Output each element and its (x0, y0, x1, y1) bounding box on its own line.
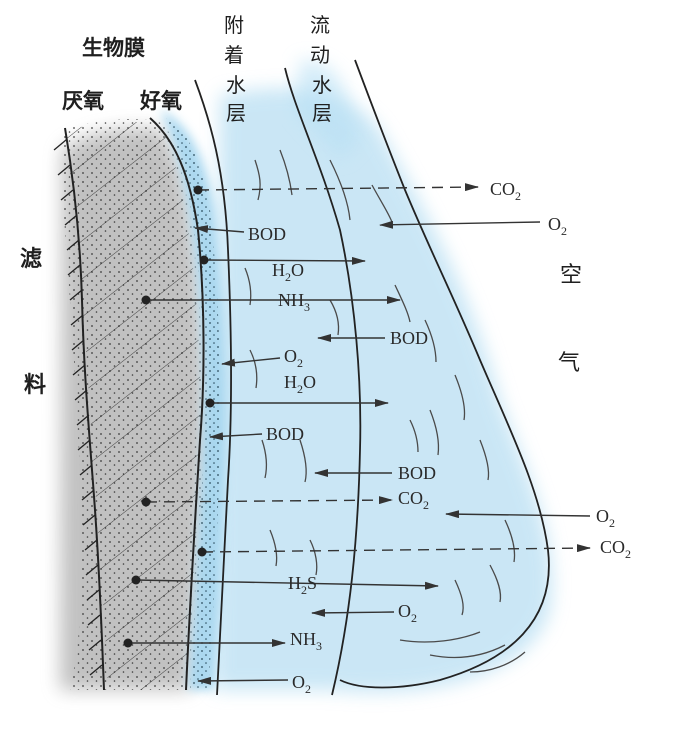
arrow-o2-in-3 (445, 510, 591, 519)
o2-label-2: O2 (284, 346, 303, 370)
o2-label-1: O2 (548, 214, 567, 238)
co2-label-1: CO2 (490, 179, 521, 203)
flowing-water-glow (215, 60, 552, 693)
filter-media-ticks (53, 139, 103, 676)
o2-label-5: O2 (292, 672, 311, 696)
arrow-co2-out-3 (201, 544, 591, 553)
svg-text:水: 水 (226, 73, 246, 97)
biofilm-dots (61, 118, 204, 690)
attached-water-header: 附 着 水 层 (224, 13, 246, 125)
nh3-label-2: NH3 (290, 629, 322, 653)
arrow-o2-in-2 (221, 357, 281, 367)
h2o-label-1: H2O (272, 260, 304, 284)
svg-text:水: 水 (312, 73, 332, 97)
svg-text:动: 动 (310, 43, 330, 67)
air-label-1: 空 (560, 263, 582, 288)
aerobic-label: 好氧 (139, 88, 182, 113)
bod-label-1: BOD (248, 224, 286, 244)
origin-dots (123, 185, 215, 648)
bod-label-3: BOD (266, 424, 304, 444)
svg-text:层: 层 (226, 101, 246, 125)
attached-water-boundary (194, 79, 232, 696)
o2-label-4: O2 (398, 601, 417, 625)
co2-label-2: CO2 (398, 488, 429, 512)
o2-label-3: O2 (596, 506, 615, 530)
svg-text:层: 层 (312, 101, 332, 125)
arrow-h2s-1 (135, 579, 439, 590)
svg-text:着: 着 (224, 43, 244, 67)
arrow-bod-in-1 (194, 225, 245, 234)
flowing-water-boundary (284, 67, 362, 696)
h2s-label-1: H2S (288, 573, 317, 597)
filter-media-label-1: 滤 (20, 246, 42, 272)
filter-media-label-2: 料 (24, 372, 46, 398)
anaerobic-label: 厌氧 (62, 88, 104, 113)
svg-text:附: 附 (224, 13, 244, 37)
biofilm-header: 生物膜 (82, 35, 145, 60)
biofilm-surface-line (149, 117, 205, 691)
arrow-co2-out-2 (145, 496, 393, 505)
arrow-bod-in-3 (209, 432, 263, 441)
air-label-2: 气 (558, 351, 580, 376)
transport-arrows (128, 183, 591, 685)
flow-strokes (244, 149, 526, 673)
bod-label-2: BOD (390, 328, 428, 348)
arrow-o2-in-1 (379, 220, 541, 229)
bod-label-4: BOD (398, 463, 436, 483)
arrow-o2-in-4 (311, 608, 395, 617)
arrow-h2o-1 (203, 256, 366, 265)
co2-label-3: CO2 (600, 537, 631, 561)
flowing-water-header: 流 动 水 层 (310, 13, 332, 125)
svg-text:流: 流 (310, 13, 330, 37)
arrow-o2-in-5 (197, 676, 289, 685)
h2o-label-2: H2O (284, 372, 316, 396)
arrow-co2-out-1 (197, 183, 479, 192)
filter-media-boundary (64, 127, 105, 691)
nh3-label-1: NH3 (278, 290, 310, 314)
